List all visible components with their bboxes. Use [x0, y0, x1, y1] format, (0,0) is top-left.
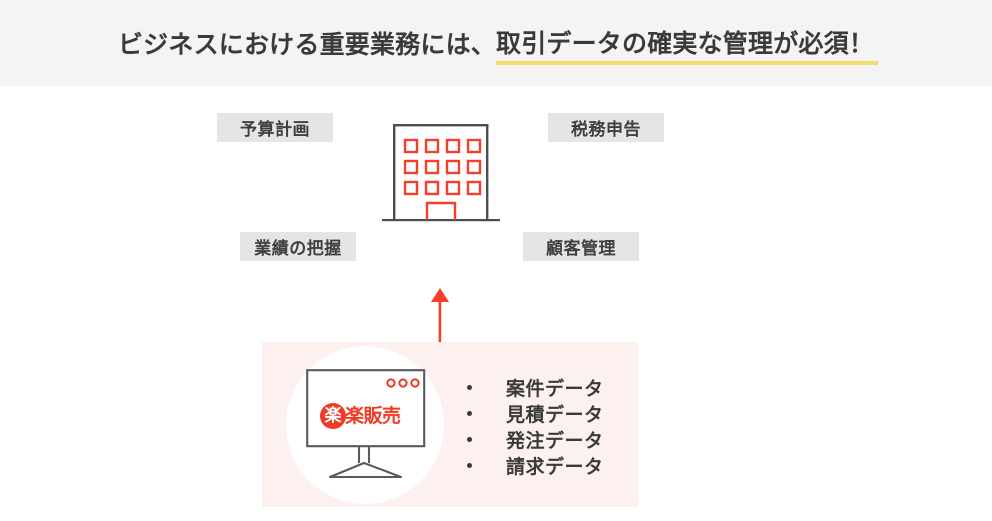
list-item-label: 請求データ: [506, 455, 604, 478]
office-building-illustration: [368, 116, 514, 228]
list-item-label: 発注データ: [506, 429, 604, 452]
page-title-highlighted-label: 取引データの確実な管理が必須！: [496, 29, 875, 58]
list-item: 見積データ: [467, 400, 604, 426]
bullet-dot-icon: [467, 462, 472, 468]
chip-tax-filing-label: 税務申告: [571, 120, 641, 140]
office-building-icon: [382, 124, 500, 222]
arrow-up-icon: [431, 288, 449, 346]
data-type-list: 案件データ 見積データ 発注データ 請求データ: [467, 374, 604, 478]
list-item: 請求データ: [467, 452, 604, 478]
chip-performance-tracking-label: 業績の把握: [254, 239, 342, 259]
chip-budget-planning: 予算計画: [217, 113, 333, 142]
list-item-label: 見積データ: [506, 403, 604, 426]
rakuraku-hanbai-logo: 楽 楽販売: [320, 401, 415, 431]
page-title-highlighted-text: 取引データの確実な管理が必須！: [496, 24, 879, 65]
list-item-label: 案件データ: [506, 377, 604, 400]
chip-budget-planning-label: 予算計画: [240, 120, 310, 140]
logo-badge-icon: 楽: [320, 403, 346, 429]
chip-customer-management-label: 顧客管理: [546, 239, 616, 259]
solution-panel: 楽 楽販売 案件データ 見積データ 発注データ 請求データ: [262, 342, 638, 507]
chip-customer-management: 顧客管理: [523, 232, 639, 261]
upward-flow-arrow: [424, 288, 456, 346]
list-item: 案件データ: [467, 374, 604, 400]
page-title-plain-text: ビジネスにおける重要業務には、: [117, 30, 496, 59]
page-title: ビジネスにおける重要業務には、取引データの確実な管理が必須！: [0, 0, 992, 86]
bullet-dot-icon: [467, 410, 472, 416]
bullet-dot-icon: [467, 436, 472, 442]
chip-tax-filing: 税務申告: [548, 113, 664, 142]
logo-wordmark: 楽販売: [345, 404, 401, 427]
desktop-monitor-icon: [306, 369, 426, 479]
title-underline-highlight: [496, 61, 879, 65]
desktop-monitor-illustration: [306, 369, 426, 482]
header-band: ビジネスにおける重要業務には、取引データの確実な管理が必須！: [0, 0, 992, 86]
bullet-dot-icon: [467, 384, 472, 390]
chip-performance-tracking: 業績の把握: [240, 232, 356, 261]
list-item: 発注データ: [467, 426, 604, 452]
